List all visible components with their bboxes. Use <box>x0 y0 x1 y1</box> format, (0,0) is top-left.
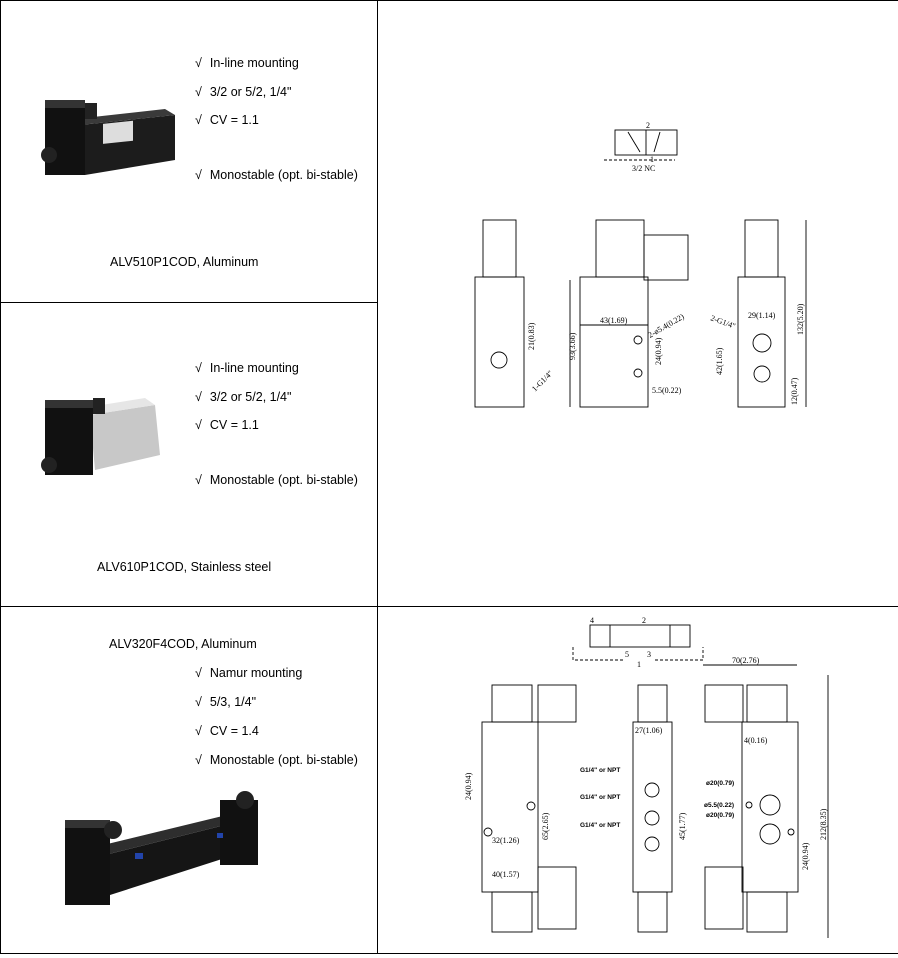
feature-item: √CV = 1.1 <box>195 113 259 127</box>
feature-item: √CV = 1.1 <box>195 418 259 432</box>
product-name: ALV610P1COD, Stainless steel <box>97 560 272 574</box>
feature-item: √CV = 1.4 <box>195 724 259 738</box>
dimension-label: 29(1.14) <box>748 311 776 320</box>
dimension-label: 65(2.65) <box>541 812 550 840</box>
divider <box>0 0 1 954</box>
dimension-label: 40(1.57) <box>492 870 520 879</box>
dimension-label: 70(2.76) <box>732 656 760 665</box>
dimension-label: 43(1.69) <box>600 316 628 325</box>
feature-item: √3/2 or 5/2, 1/4" <box>195 390 292 404</box>
dimension-label: 24(0.94) <box>654 337 663 365</box>
dimension-label: 212(8.35) <box>819 808 828 840</box>
divider <box>0 302 377 303</box>
port-label: 1 <box>637 660 641 669</box>
dimension-label: G1/4" or NPT <box>580 767 620 774</box>
feature-item: √5/3, 1/4" <box>195 695 257 709</box>
dimension-label: 24(0.94) <box>464 772 473 800</box>
dimension-drawing-5-3-valve: 4 2 5 1 3 24(0.94) 65(2.65) 32(1.26) 40(… <box>464 616 829 938</box>
feature-item: √3/2 or 5/2, 1/4" <box>195 85 292 99</box>
feature-item: √Namur mounting <box>195 666 303 680</box>
dimension-label: 132(5.20) <box>796 303 805 335</box>
feature-item: √In-line mounting <box>195 56 299 70</box>
port-label: 2 <box>642 616 646 625</box>
dimension-label: 5.5(0.22) <box>652 386 682 395</box>
product-name: ALV320F4COD, Aluminum <box>109 637 257 651</box>
dimension-label: ø20(0.79) <box>706 812 734 819</box>
port-label: 5 <box>625 650 629 659</box>
dimension-label: 1-G1/4" <box>530 369 555 394</box>
dimension-label: 45(1.77) <box>678 812 687 840</box>
dimension-label: ø5.5(0.22) <box>704 802 734 809</box>
dimension-label: 32(1.26) <box>492 836 520 845</box>
dimension-label: 2-G1/4" <box>709 313 736 330</box>
dimension-label: 12(0.47) <box>790 377 799 405</box>
dimension-drawing-3-2-valve: 2 1 3/2 NC 21(0.83) 1-G1/4" 93(3.66) 43(… <box>474 121 807 408</box>
product-image-alv610 <box>41 398 160 475</box>
port-label: 3 <box>647 650 651 659</box>
symbol-label: 3/2 NC <box>632 164 655 173</box>
dimension-label: 21(0.83) <box>527 322 536 350</box>
divider <box>0 953 898 954</box>
feature-item: √Monostable (opt. bi-stable) <box>195 473 358 487</box>
divider <box>377 0 378 954</box>
dimension-label: 2-ø5.4(0.22) <box>647 312 686 340</box>
port-label: 1 <box>650 155 654 164</box>
port-label: 4 <box>590 616 594 625</box>
dimension-label: ø20(0.79) <box>706 780 734 787</box>
product-image-alv510 <box>41 100 175 175</box>
dimension-label: 93(3.66) <box>568 332 577 360</box>
feature-item: √Monostable (opt. bi-stable) <box>195 168 358 182</box>
dimension-label: G1/4" or NPT <box>580 822 620 829</box>
dimension-label: 27(1.06) <box>635 726 663 735</box>
feature-item: √In-line mounting <box>195 361 299 375</box>
dimension-label: 4(0.16) <box>744 736 768 745</box>
dimension-label: G1/4" or NPT <box>580 794 620 801</box>
feature-item: √Monostable (opt. bi-stable) <box>195 753 358 767</box>
dimension-label: 24(0.94) <box>801 842 810 870</box>
divider <box>0 0 898 1</box>
divider <box>0 606 898 607</box>
product-name: ALV510P1COD, Aluminum <box>110 255 259 269</box>
port-label: 2 <box>646 121 650 130</box>
dimension-label: 42(1.65) <box>715 347 724 375</box>
product-image-alv320 <box>65 791 258 905</box>
